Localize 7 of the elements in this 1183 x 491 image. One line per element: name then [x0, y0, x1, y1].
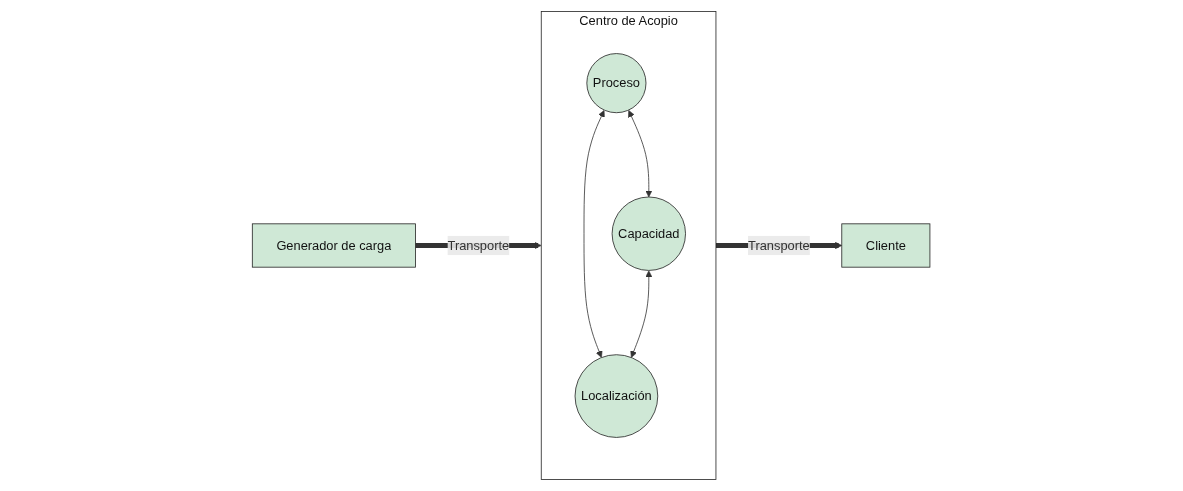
- edge-label: Transporte: [748, 238, 811, 252]
- node-circle: Localización: [575, 354, 659, 438]
- node-box: Generador de carga: [252, 223, 417, 268]
- node-circle: Proceso: [586, 53, 647, 114]
- edge-label: Transporte: [447, 238, 510, 252]
- node-circle: Capacidad: [612, 196, 687, 271]
- node-box: Cliente: [841, 223, 931, 268]
